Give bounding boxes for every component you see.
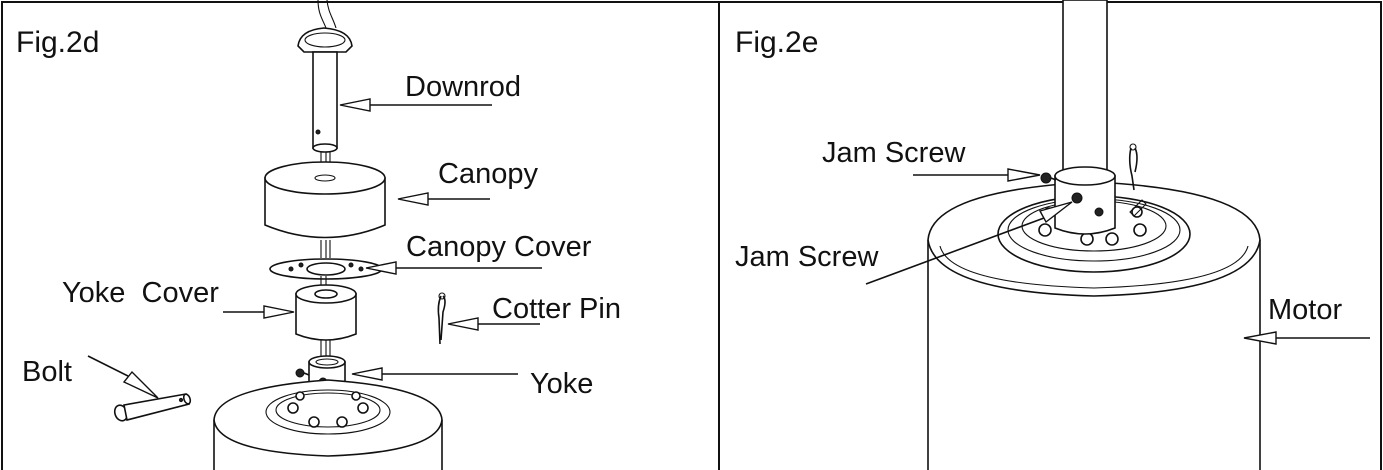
callout-downrod: Downrod: [339, 71, 521, 112]
label-motor: Motor: [1268, 294, 1342, 326]
label-yoke: Yoke: [530, 368, 593, 400]
bolt: [113, 393, 192, 422]
label-bolt: Bolt: [22, 356, 72, 388]
cotter-pin: [437, 292, 446, 345]
label-downrod: Downrod: [405, 71, 521, 103]
canopy: [264, 161, 386, 258]
panel-fig-2d: Fig.2d: [16, 0, 621, 470]
figure-label-2e: Fig.2e: [735, 26, 818, 59]
yoke-cover: [295, 284, 357, 356]
callout-jam-screw-bottom: Jam Screw: [735, 201, 1073, 285]
label-canopy-cover: Canopy Cover: [406, 231, 592, 263]
label-jam-screw-bottom: Jam Screw: [735, 241, 879, 273]
wire: [317, 0, 327, 29]
callout-canopy: Canopy: [397, 158, 538, 206]
downrod: [297, 27, 353, 182]
label-yoke-cover: Yoke Cover: [62, 277, 219, 309]
label-canopy: Canopy: [438, 158, 538, 190]
panel-fig-2e: Fig.2e: [735, 0, 1370, 470]
callout-yoke-cover: Yoke Cover: [62, 277, 295, 319]
callout-jam-screw-top: Jam Screw: [822, 137, 1041, 182]
callout-motor: Motor: [1243, 294, 1370, 345]
canopy-cover: [269, 258, 383, 288]
callout-bolt: Bolt: [22, 355, 159, 399]
label-cotter-pin: Cotter Pin: [492, 293, 621, 325]
callout-canopy-cover: Canopy Cover: [365, 231, 592, 275]
motor-housing-2d: [213, 379, 443, 470]
figure-label-2d: Fig.2d: [16, 26, 99, 59]
downrod-2e: [1040, 0, 1147, 235]
label-jam-screw-top: Jam Screw: [822, 137, 966, 169]
callout-yoke: Yoke: [351, 367, 593, 400]
wire: [326, 0, 337, 29]
callout-cotter-pin: Cotter Pin: [447, 293, 621, 331]
